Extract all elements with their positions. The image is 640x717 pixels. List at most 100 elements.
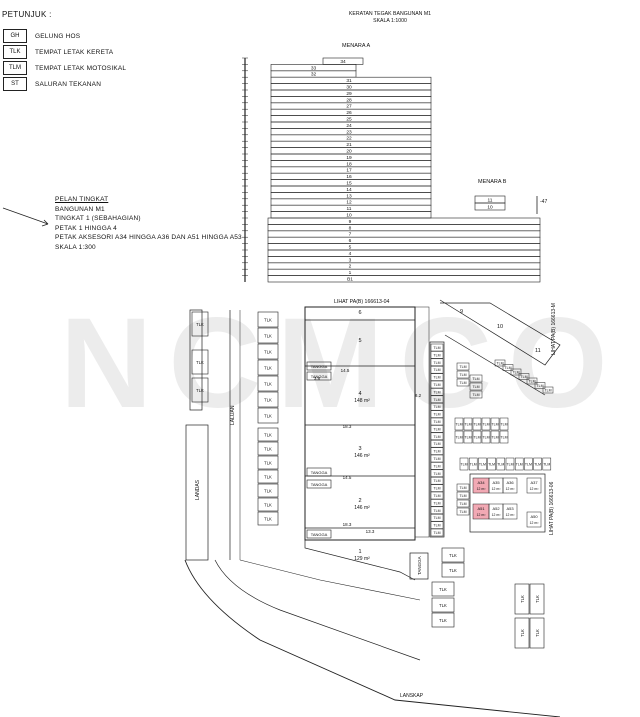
floor-number: 31 (346, 78, 352, 84)
floor-number: 6 (349, 238, 352, 244)
tlm-slot (454, 430, 464, 444)
accessory-area: 12 m² (492, 487, 502, 491)
tlm-label: TLM (473, 385, 480, 389)
tlk-label: TLK (196, 360, 204, 365)
upper-parcel-number: 9 (460, 309, 463, 315)
tlm-label: TLM (545, 389, 552, 393)
tower-b-floor (474, 202, 506, 211)
lanskap-label: LANSKAP (400, 693, 424, 699)
tlm-label: TLM (465, 436, 472, 440)
tlm-slot (463, 417, 473, 431)
plan-line: PETAK 1 HINGGA 4 (55, 224, 117, 232)
road-curve (214, 559, 421, 661)
tlm-label: TLM (434, 405, 441, 409)
tlk-slot (257, 311, 279, 328)
tlk-label: TLK (439, 587, 447, 592)
landas-label: LANDAS (195, 479, 201, 500)
legend-label: TEMPAT LETAK MOTOSIKAL (35, 64, 127, 72)
floor-number: 21 (346, 142, 352, 148)
level-mark: -47 (540, 199, 547, 205)
tlm-slot (430, 432, 444, 441)
accessory-parcel (526, 511, 542, 528)
floor-number: 5 (349, 245, 352, 251)
tlm-label: TLM (513, 371, 520, 375)
tlm-label: TLM (492, 436, 499, 440)
tlk-label: TLK (535, 595, 540, 603)
tlk-label: TLK (264, 503, 272, 508)
floor-number: 24 (346, 123, 352, 129)
landas-strip (185, 424, 209, 561)
tlk-label: TLK (264, 517, 272, 522)
tangga-box (306, 479, 332, 489)
tlk-label: TLK (264, 489, 272, 494)
tlm-slot (456, 499, 470, 508)
tlm-slot (430, 499, 444, 507)
tlk-label: TLK (264, 366, 272, 371)
tangga-label: TANGGA (311, 482, 328, 487)
tlm-label: TLM (501, 423, 508, 427)
tlk-slot (431, 612, 455, 628)
tlm-slot (478, 457, 487, 471)
plan-heading: PELAN TINGKAT (55, 196, 109, 203)
accessory-label: A37 (530, 480, 538, 485)
tlm-label: TLM (460, 502, 467, 506)
floor-row (267, 275, 541, 283)
tlm-slot (430, 476, 444, 485)
parcel-number: 3 (358, 446, 361, 452)
tlk-label: TLK (264, 350, 272, 355)
parcel-area: 146 m² (354, 453, 370, 459)
legend-row-tlm: TLM TEMPAT LETAK MOTOSIKAL (3, 61, 126, 75)
floor-row (267, 249, 541, 257)
tlm-label: TLM (505, 366, 512, 370)
slot-column-inner (414, 306, 430, 538)
accessory-block (469, 473, 546, 533)
accessory-area: 12 m² (530, 521, 540, 525)
tlk-slot (529, 583, 545, 615)
tlm-slot (463, 430, 473, 444)
tlm-label: TLM (434, 420, 441, 424)
legend-code: TLK (3, 45, 27, 59)
tlm-slot (496, 457, 506, 471)
accessory-label: A52 (492, 506, 500, 511)
upper-parcel-number: 11 (535, 348, 541, 354)
floor-number: 15 (346, 181, 352, 187)
tlk-slot (441, 562, 465, 578)
legend-row-tlk: TLK TEMPAT LETAK KERETA (3, 45, 113, 59)
floor-number: 12 (346, 200, 352, 206)
floor-number: 30 (346, 85, 352, 91)
staircase-outline (409, 552, 429, 580)
tlm-slot (526, 377, 538, 385)
floor-number: 10 (346, 213, 352, 219)
tlk-label: TLK (264, 461, 272, 466)
floor-row (267, 230, 541, 238)
boundary-curve (184, 559, 561, 717)
tlm-slot (468, 457, 478, 471)
tower-b-label: MENARA B (478, 179, 507, 185)
section-scale: SKALA 1:1000 (373, 18, 407, 24)
accessory-label: A34 (477, 480, 485, 485)
tlm-slot (430, 462, 444, 470)
tlm-slot (456, 491, 470, 500)
tlm-slot (502, 364, 514, 371)
tlk-label: TLK (196, 322, 204, 327)
parcel-number: 2 (358, 498, 361, 504)
accessory-parcel (526, 477, 542, 494)
ref-right-top: LIHAT PA(B) 166613-M (551, 303, 557, 355)
floor-number: 8 (349, 225, 352, 231)
tlm-slot (510, 368, 522, 376)
tlm-slot (430, 484, 444, 492)
floor-number: 11 (347, 206, 352, 212)
tlm-label: TLM (434, 494, 441, 498)
tlm-label: TLM (434, 487, 441, 491)
tlk-slot (257, 511, 279, 526)
tlk-slot (191, 311, 209, 337)
tlm-label: TLM (534, 463, 541, 467)
tlm-label: TLM (456, 436, 463, 440)
tlm-label: TLM (470, 463, 477, 467)
tlk-label: TLK (439, 603, 447, 608)
floor-number: 33 (311, 65, 317, 71)
floor-number: 9 (349, 219, 352, 225)
ref-top: LIHAT PA(B) 166613-04 (334, 299, 389, 305)
tlm-slot (472, 417, 482, 431)
